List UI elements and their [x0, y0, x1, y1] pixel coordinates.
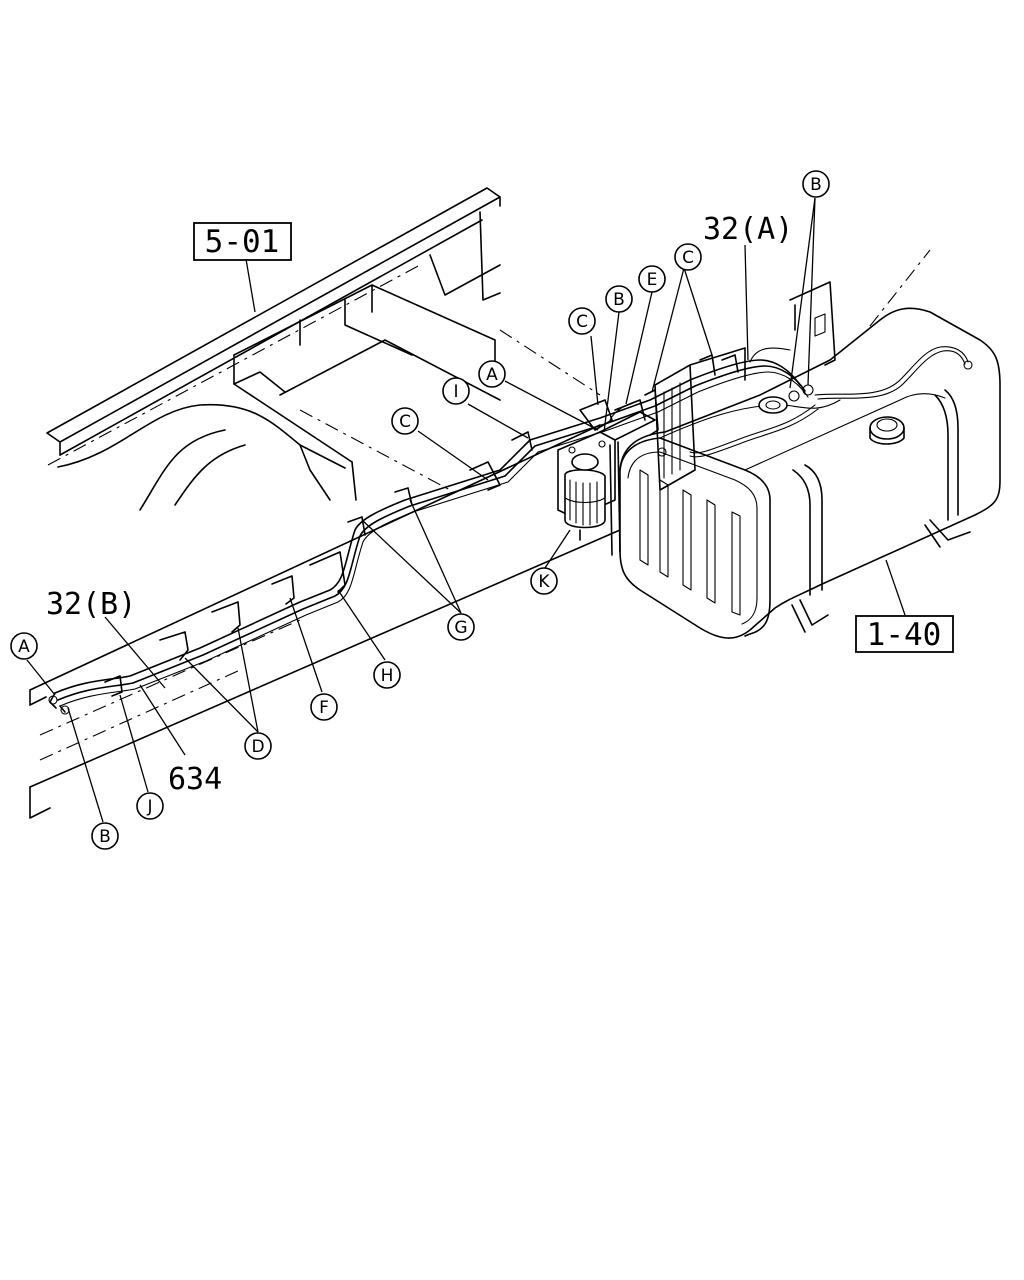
callout-j-letter: J — [146, 797, 152, 817]
callout-b-top-right: B — [802, 170, 830, 198]
callout-a-top: A — [478, 360, 506, 388]
callout-j: J — [136, 792, 164, 820]
callout-g-letter: G — [454, 618, 467, 638]
callout-b-top-right-letter: B — [810, 175, 822, 195]
hose-label: 634 — [168, 762, 222, 797]
callout-i: I — [442, 377, 470, 405]
callout-a-top-letter: A — [486, 365, 498, 385]
callout-h: H — [373, 661, 401, 689]
callout-c-top: C — [568, 307, 596, 335]
callout-a-left: A — [10, 632, 38, 660]
ref-box-tank: 1-40 — [855, 615, 954, 653]
callout-b-mid-letter: B — [613, 290, 625, 310]
fuel-pipes — [48, 347, 809, 715]
callout-b-left: B — [91, 822, 119, 850]
callout-f-letter: F — [319, 698, 329, 718]
fuel-filter — [557, 411, 656, 556]
callout-f: F — [310, 693, 338, 721]
fuel-tank — [619, 281, 1001, 639]
callout-k-letter: K — [538, 572, 550, 592]
callout-c-right-letter: C — [682, 248, 694, 268]
leader-lines — [26, 197, 906, 823]
callout-b-left-letter: B — [99, 827, 111, 847]
callout-d-letter: D — [251, 737, 264, 757]
callout-e: E — [638, 265, 666, 293]
ref-tank-label: 1-40 — [867, 617, 942, 653]
callout-g: G — [447, 613, 475, 641]
callout-c-top-letter: C — [576, 312, 588, 332]
callout-b-mid: B — [605, 285, 633, 313]
ref-box-frame: 5-01 — [193, 222, 292, 261]
callout-c-mid: C — [391, 407, 419, 435]
callout-i-letter: I — [453, 382, 458, 402]
callout-h-letter: H — [381, 666, 394, 686]
ref-frame-label: 5-01 — [205, 224, 280, 260]
callout-c-mid-letter: C — [399, 412, 411, 432]
pipe-a-label: 32(A) — [703, 212, 793, 247]
callout-a-left-letter: A — [18, 637, 30, 657]
pipe-b-label: 32(B) — [46, 587, 136, 622]
callout-d: D — [244, 732, 272, 760]
callout-k: K — [530, 567, 558, 595]
callout-c-right: C — [674, 243, 702, 271]
callout-e-letter: E — [647, 270, 658, 290]
